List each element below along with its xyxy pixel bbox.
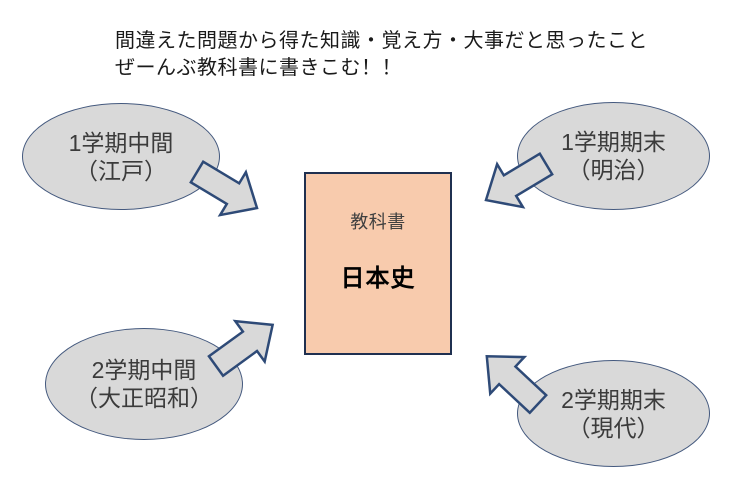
exam-name: 2学期中間 [91, 357, 197, 383]
exam-label-term1-final: 1学期期末 （明治） [561, 128, 666, 184]
ellipse-term2-final: 2学期期末 （現代） [517, 360, 710, 467]
exam-period: （江戸） [74, 157, 167, 184]
header-note: 間違えた問題から得た知識・覚え方・大事だと思ったこと ぜーんぶ教科書に書きこむ！… [115, 28, 648, 82]
exam-label-term2-midterm: 2学期中間 （大正昭和） [75, 356, 213, 412]
header-line1: 間違えた問題から得た知識・覚え方・大事だと思ったこと [115, 30, 648, 52]
textbook-box: 教科書 日本史 [304, 172, 452, 355]
ellipse-term2-midterm: 2学期中間 （大正昭和） [45, 328, 243, 440]
textbook-title: 日本史 [340, 265, 416, 292]
exam-period: （現代） [567, 414, 660, 441]
exam-period: （大正昭和） [75, 385, 213, 411]
exam-label-term2-final: 2学期期末 （現代） [561, 386, 666, 442]
ellipse-term1-midterm: 1学期中間 （江戸） [22, 103, 220, 210]
header-line2: ぜーんぶ教科書に書きこむ！！ [115, 57, 402, 79]
exam-name: 2学期期末 [561, 386, 666, 413]
exam-period: （明治） [567, 157, 660, 183]
textbook-label: 教科書 [350, 212, 406, 232]
exam-name: 1学期中間 [68, 129, 174, 156]
exam-label-term1-midterm: 1学期中間 （江戸） [69, 129, 174, 185]
ellipse-term1-final: 1学期期末 （明治） [517, 102, 710, 210]
exam-name: 1学期期末 [561, 129, 666, 155]
